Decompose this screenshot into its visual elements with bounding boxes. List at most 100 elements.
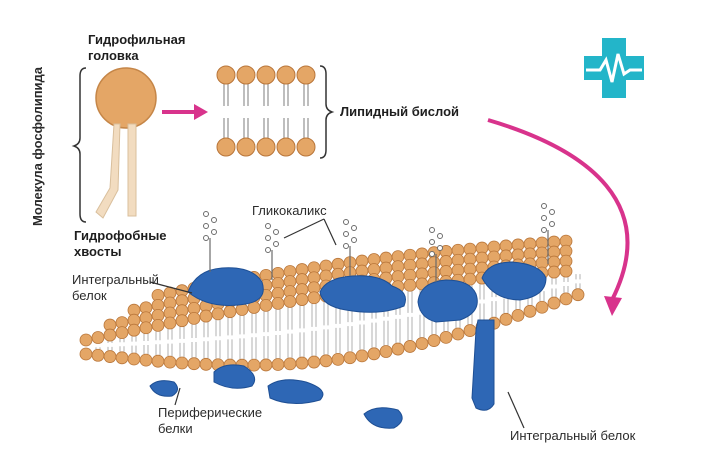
peripheral-proteins-label: Периферические белки xyxy=(158,405,263,436)
membrane-protein xyxy=(149,380,178,397)
glycocalyx-sugar xyxy=(211,217,217,223)
glycocalyx-sugar xyxy=(429,227,435,233)
phospholipid-molecule-label: Молекула фосфолипида xyxy=(30,66,45,226)
lipid-head xyxy=(103,328,117,342)
lipid-head xyxy=(276,65,296,85)
glycocalyx-sugar xyxy=(429,239,435,245)
lipid-head xyxy=(559,264,573,278)
lipid-head xyxy=(187,311,201,325)
molecule-brace xyxy=(71,67,87,223)
membrane-protein xyxy=(213,364,256,389)
lipid-head xyxy=(296,137,316,157)
lipid-head xyxy=(79,333,93,347)
glycocalyx-sugar xyxy=(437,245,443,251)
glycocalyx-sugar xyxy=(541,203,547,209)
small-lipid-bilayer xyxy=(216,65,316,157)
lipid-head xyxy=(415,337,429,350)
membrane-protein xyxy=(363,407,403,429)
lipid-head xyxy=(163,316,177,330)
leader-lines xyxy=(149,218,525,429)
lipid-head xyxy=(175,314,189,328)
integral-protein-left-label: Интегральный белок xyxy=(72,272,159,303)
lipid-head xyxy=(331,352,345,366)
lipid-head xyxy=(535,300,549,314)
lipid-head xyxy=(295,293,309,306)
hydrophobic-tails-label: Гидрофобные хвосты xyxy=(74,228,167,259)
hydrophilic-head-label: Гидрофильная головка xyxy=(88,32,186,63)
glycocalyx-sugar xyxy=(541,215,547,221)
lipid-head xyxy=(115,326,129,340)
lipid-head xyxy=(295,356,309,370)
lipid-head xyxy=(236,65,256,85)
lipid-head xyxy=(256,65,276,85)
membrane-protein xyxy=(319,275,406,313)
membrane-protein xyxy=(187,267,264,306)
hydrophobic-tail-right xyxy=(127,123,137,217)
lipid-head xyxy=(127,352,141,366)
membrane-protein xyxy=(417,279,478,323)
lipid-head xyxy=(199,357,213,371)
lipid-head xyxy=(343,351,357,365)
lipid-head xyxy=(79,347,93,361)
membrane-protein xyxy=(267,379,324,404)
lipid-head xyxy=(307,355,321,369)
lipid-head xyxy=(427,334,441,347)
lipid-head xyxy=(571,288,585,302)
lipid-head xyxy=(403,340,417,353)
glycocalyx-sugar xyxy=(203,235,209,241)
lipid-head xyxy=(151,354,165,368)
glycocalyx-sugar xyxy=(265,223,271,229)
hydrophobic-tail-left xyxy=(95,123,121,219)
lipid-head xyxy=(259,358,273,372)
lipid-head xyxy=(139,321,153,335)
glycocalyx-sugar xyxy=(265,247,271,253)
glycocalyx-sugar xyxy=(343,231,349,237)
bilayer-brace xyxy=(319,65,335,159)
lipid-head xyxy=(216,65,236,85)
lipid-head xyxy=(187,357,201,371)
glycocalyx-sugar xyxy=(211,229,217,235)
lipid-head xyxy=(379,345,393,358)
lipid-head xyxy=(223,305,237,319)
lipid-head xyxy=(511,308,525,322)
lipid-head xyxy=(307,291,321,305)
glycocalyx-sugar xyxy=(203,223,209,229)
lipid-head xyxy=(547,296,561,310)
lipid-head xyxy=(115,351,129,365)
lipid-head xyxy=(559,292,573,306)
lipid-head xyxy=(271,358,285,371)
glycocalyx-sugar xyxy=(273,241,279,247)
glycocalyx-sugar xyxy=(429,251,435,257)
medical-cross-logo-icon xyxy=(584,38,644,98)
lipid-bilayer-label: Липидный бислой xyxy=(340,104,460,119)
lipid-head xyxy=(463,324,477,337)
glycocalyx-sugar xyxy=(351,237,357,243)
lipid-head xyxy=(163,355,177,369)
glycocalyx-sugar xyxy=(265,235,271,241)
lipid-head xyxy=(451,327,465,341)
membrane-protein xyxy=(471,319,495,411)
lipid-head xyxy=(523,304,537,318)
glycocalyx-sugar xyxy=(203,211,209,217)
lipid-head xyxy=(236,137,256,157)
phospholipid-molecule xyxy=(95,67,157,219)
lipid-head xyxy=(271,296,285,310)
lipid-head xyxy=(259,298,273,312)
lipid-head xyxy=(403,278,417,292)
glycocalyx-sugar xyxy=(549,209,555,215)
lipid-head xyxy=(91,348,105,362)
lipid-head xyxy=(499,312,513,326)
lipid-head xyxy=(199,309,213,323)
lipid-head xyxy=(276,137,296,157)
lipid-head xyxy=(91,331,105,344)
glycocalyx-label: Гликокаликс xyxy=(252,203,327,218)
lipid-head xyxy=(103,350,117,363)
membrane-protein xyxy=(481,261,547,301)
lipid-head xyxy=(256,137,276,157)
arrow-to-bilayer xyxy=(162,104,208,120)
hydrophilic-head xyxy=(95,67,157,129)
lipid-head xyxy=(319,354,333,368)
lipid-head xyxy=(283,295,297,308)
integral-protein-bottom-label: Интегральный белок xyxy=(510,428,636,443)
lipid-head xyxy=(547,265,561,279)
